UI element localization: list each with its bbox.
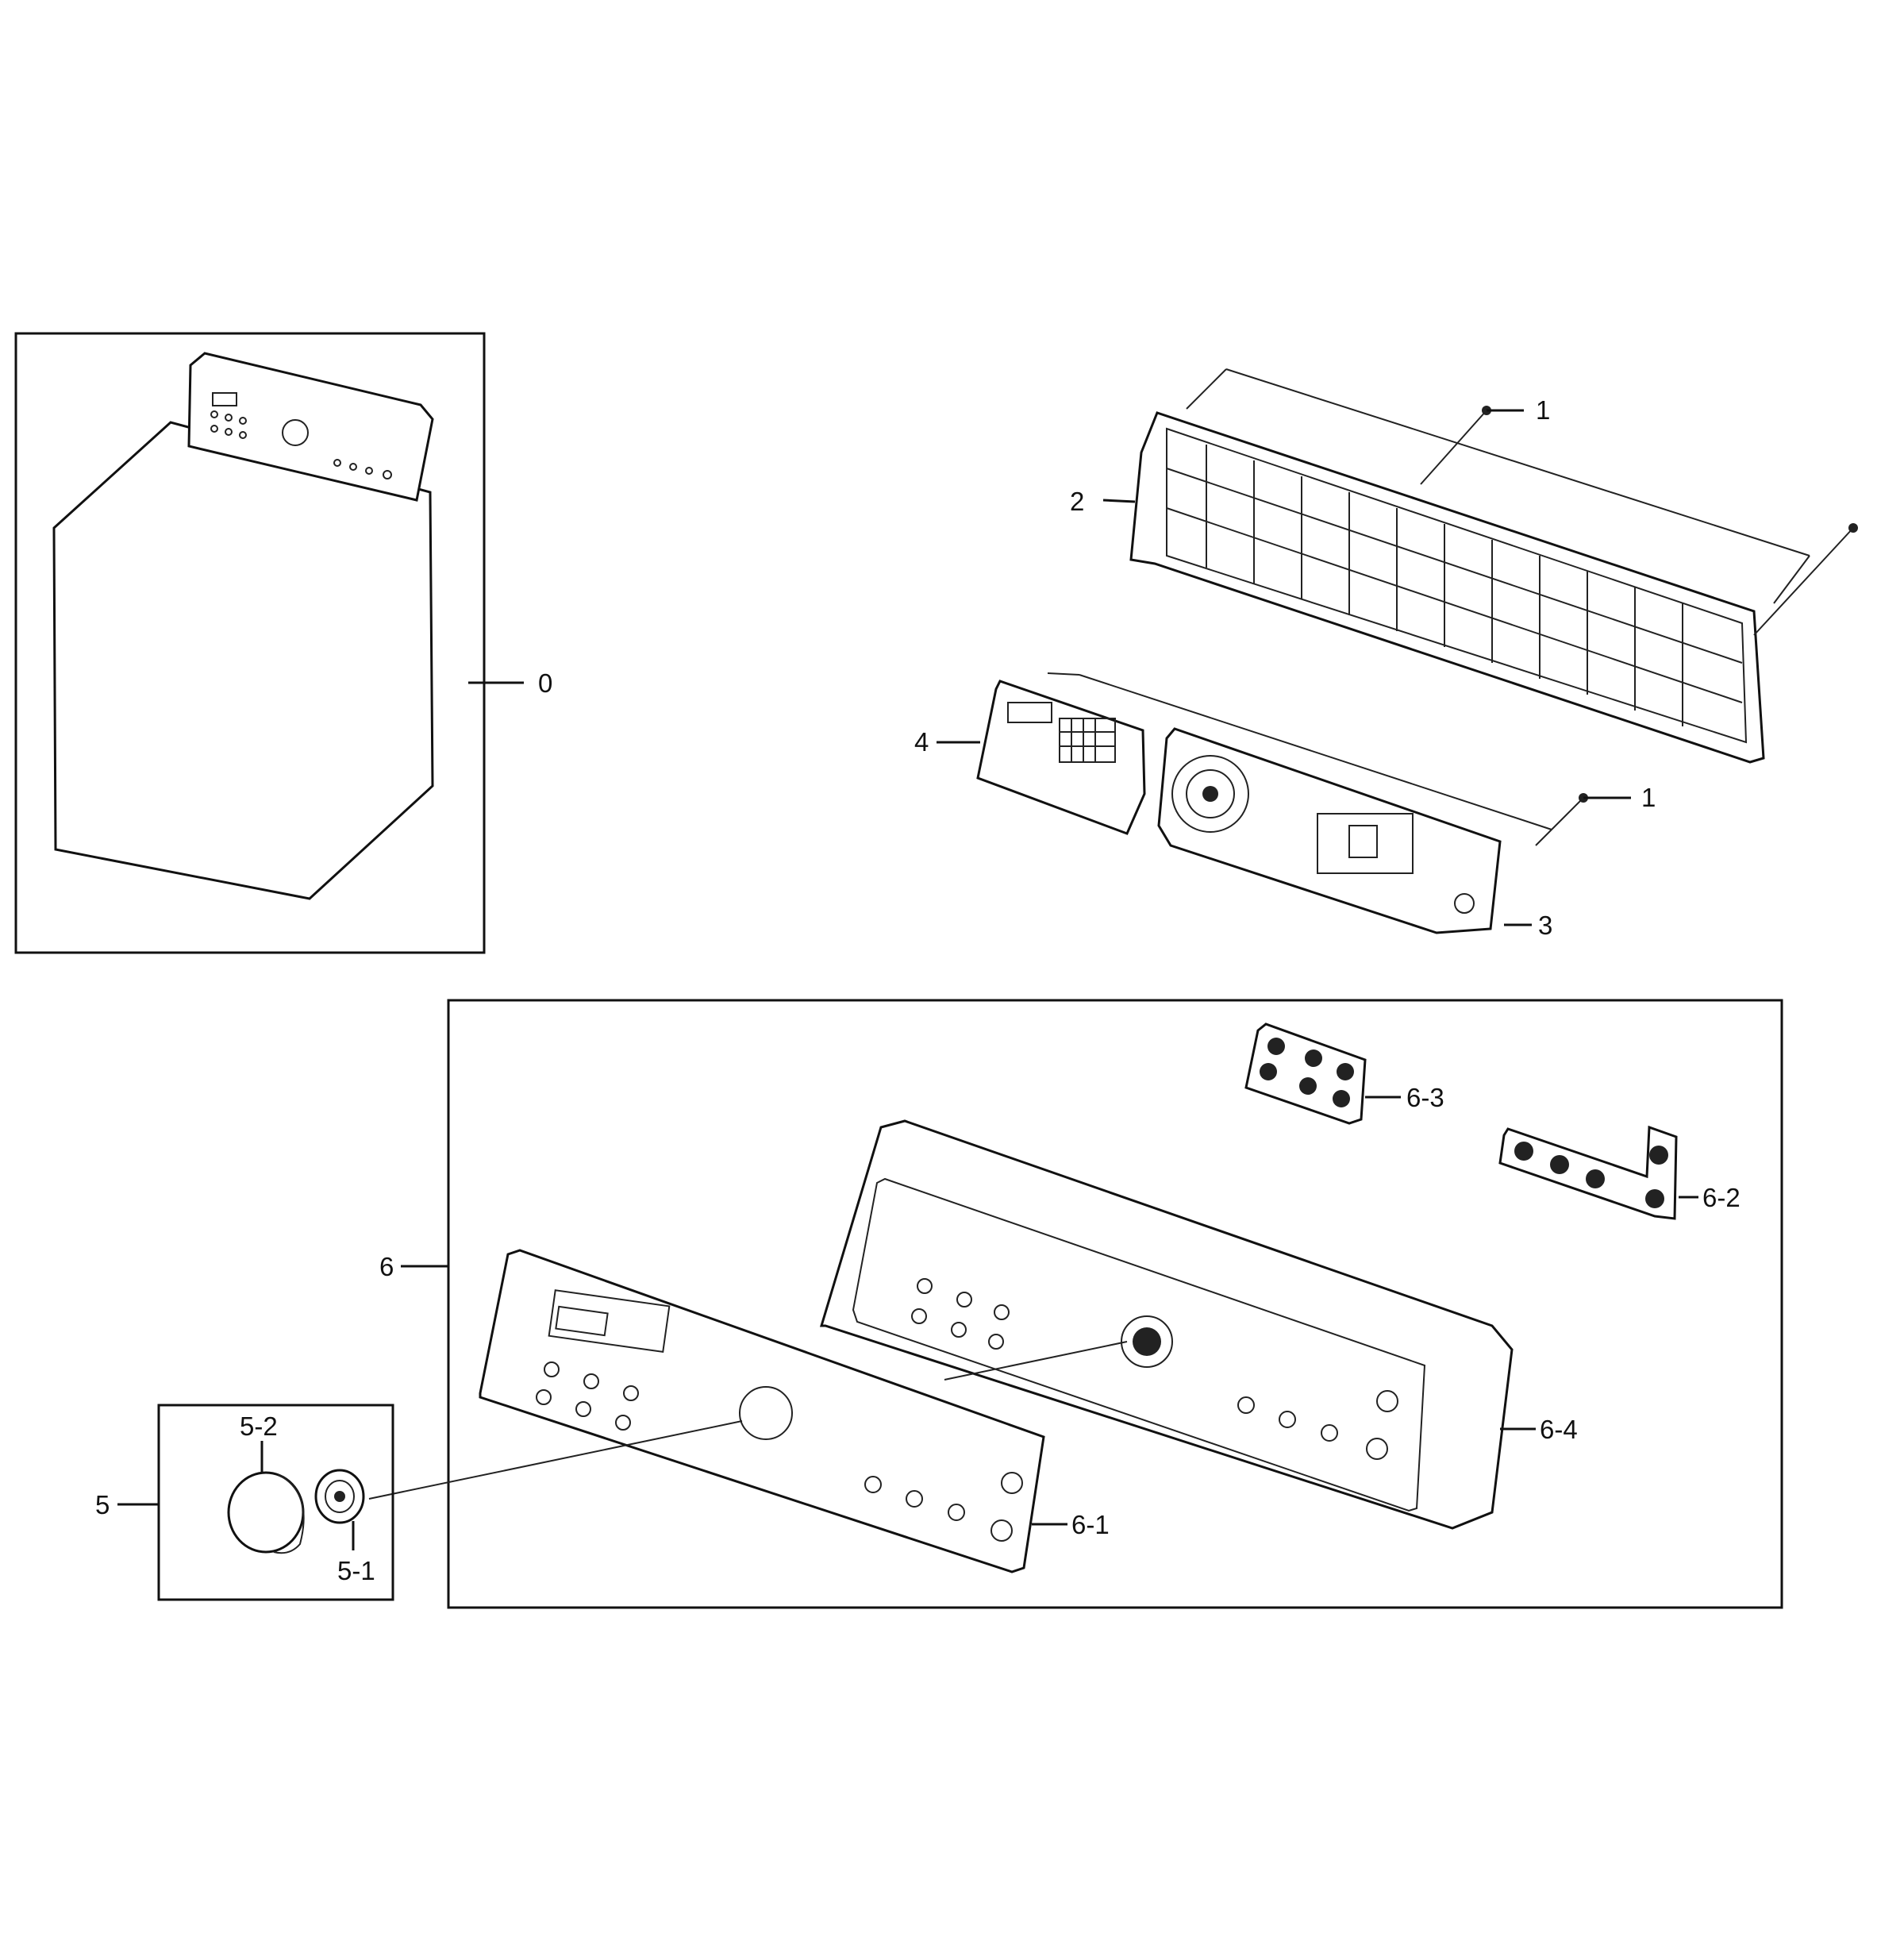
sub-pcb: 4 bbox=[914, 672, 1552, 835]
label-0: 0 bbox=[538, 668, 552, 698]
washer-inset-box: 0 bbox=[14, 332, 552, 954]
main-pcb: 3 bbox=[1157, 727, 1552, 940]
panel-assembly-box: 6 6-3 6-2 bbox=[368, 999, 1783, 1609]
label-2: 2 bbox=[1070, 487, 1084, 516]
label-6-2: 6-2 bbox=[1702, 1183, 1741, 1212]
screw-top: 1 bbox=[1420, 395, 1550, 485]
washer-body bbox=[52, 421, 434, 900]
control-frame: 2 bbox=[1070, 368, 1810, 764]
screw-mid: 1 bbox=[1535, 783, 1656, 846]
label-4: 4 bbox=[914, 727, 929, 757]
label-1-mid: 1 bbox=[1641, 783, 1656, 812]
panel-housing-6-4: 6-4 bbox=[819, 1119, 1578, 1530]
label-3: 3 bbox=[1538, 911, 1552, 940]
label-1-top: 1 bbox=[1536, 395, 1550, 425]
knob-base-5-1: 5-1 bbox=[314, 1469, 375, 1585]
screw-right bbox=[1753, 523, 1858, 636]
knob-assembly-box: 5 5-2 5-1 bbox=[95, 1404, 394, 1601]
overlay-6-1: 6-1 bbox=[479, 1249, 1110, 1573]
label-6: 6 bbox=[379, 1252, 394, 1281]
label-6-3: 6-3 bbox=[1406, 1083, 1444, 1112]
label-6-1: 6-1 bbox=[1071, 1510, 1110, 1539]
label-6-4: 6-4 bbox=[1540, 1415, 1578, 1444]
label-5: 5 bbox=[95, 1490, 110, 1519]
label-5-1: 5-1 bbox=[337, 1556, 375, 1585]
washer-console bbox=[187, 352, 434, 502]
pcb-6-2: 6-2 bbox=[1498, 1125, 1741, 1220]
label-5-2: 5-2 bbox=[240, 1411, 278, 1441]
knob-cap-5-2: 5-2 bbox=[227, 1411, 305, 1554]
pcb-6-3: 6-3 bbox=[1244, 1022, 1444, 1125]
